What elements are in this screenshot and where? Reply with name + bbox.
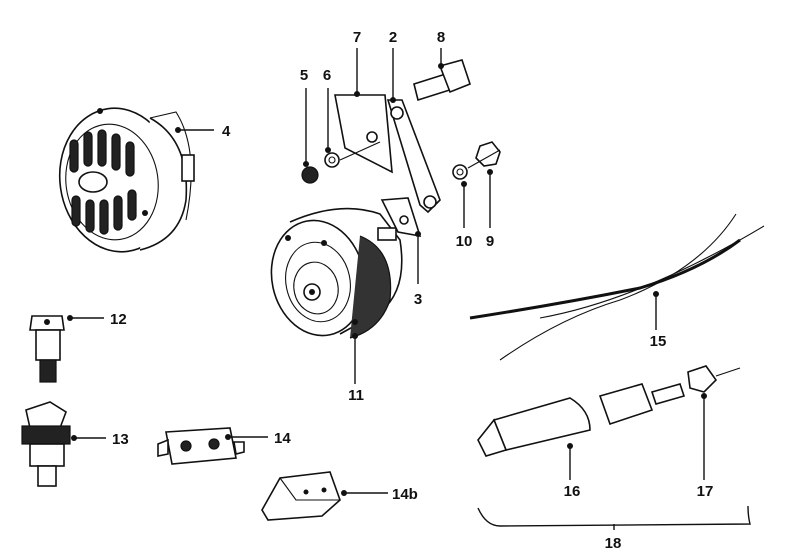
- wire-harness: [469, 213, 765, 361]
- filter-assembly: [477, 365, 741, 457]
- callout-9: 9: [486, 233, 494, 250]
- callout-18: 18: [605, 535, 622, 552]
- callout-4: 4: [222, 123, 231, 140]
- horn-rear-body: [270, 207, 403, 339]
- callout-11: 11: [348, 387, 364, 404]
- callout-16: 16: [564, 483, 581, 500]
- callout-6: 6: [323, 67, 331, 84]
- callout-14: 14: [274, 430, 291, 447]
- callout-7: 7: [353, 29, 361, 46]
- push-switch: [21, 401, 71, 487]
- callout-2: 2: [389, 29, 397, 46]
- callout-10: 10: [456, 233, 473, 250]
- callout-13: 13: [112, 431, 129, 448]
- callout-12: 12: [110, 311, 127, 328]
- leader-lines: [67, 48, 707, 496]
- relay-block: [157, 427, 245, 465]
- group-bracket-18: [477, 505, 751, 527]
- callout-15: 15: [650, 333, 667, 350]
- callout-5: 5: [300, 67, 308, 84]
- horn-front-grille: [58, 107, 195, 253]
- callout-3: 3: [414, 291, 422, 308]
- nuts-washers: [301, 141, 501, 238]
- mounting-bracket: [334, 59, 471, 214]
- sensor-switch: [29, 315, 65, 383]
- callout-17: 17: [697, 483, 714, 500]
- callout-14b: 14b: [392, 486, 418, 503]
- relay-cover: [261, 471, 341, 521]
- callout-8: 8: [437, 29, 445, 46]
